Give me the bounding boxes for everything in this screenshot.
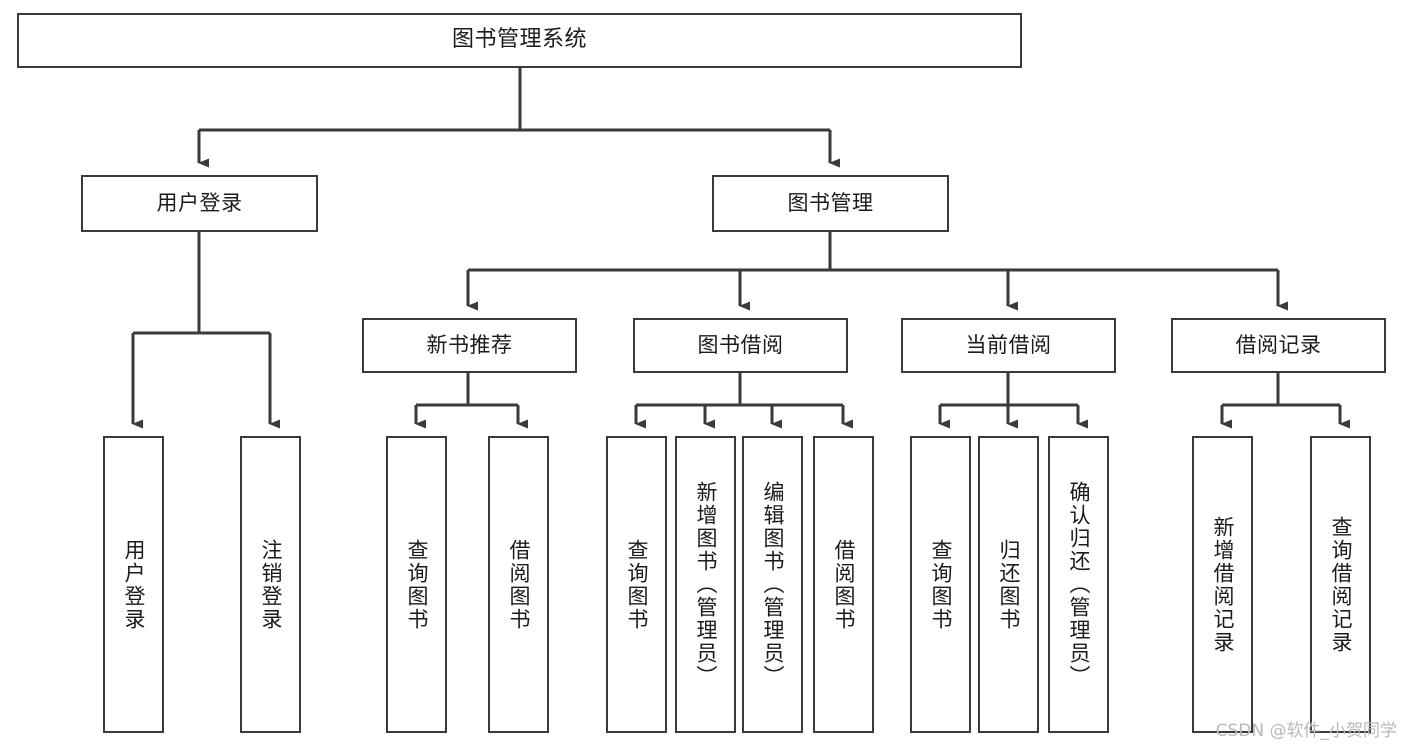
node-root[interactable]: 图书管理系统 — [17, 13, 1022, 68]
node-leaf-query-book-2[interactable]: 查询图书 — [606, 436, 667, 733]
node-leaf-return-book-label: 归还图书 — [997, 538, 1021, 631]
node-leaf-query-book-3[interactable]: 查询图书 — [910, 436, 971, 733]
node-book-manage[interactable]: 图书管理 — [712, 175, 949, 232]
node-leaf-logout-login[interactable]: 注销登录 — [240, 436, 301, 733]
node-leaf-edit-book-label: 编辑图书（管理员） — [761, 481, 785, 688]
node-leaf-add-book[interactable]: 新增图书（管理员） — [675, 436, 736, 733]
node-current-borrow[interactable]: 当前借阅 — [901, 318, 1116, 373]
node-book-borrow-label: 图书借阅 — [697, 332, 784, 357]
node-leaf-add-record[interactable]: 新增借阅记录 — [1192, 436, 1253, 733]
node-leaf-logout-login-label: 注销登录 — [259, 538, 283, 631]
node-leaf-query-book-3-label: 查询图书 — [929, 538, 953, 631]
node-leaf-add-record-label: 新增借阅记录 — [1211, 515, 1235, 654]
node-book-borrow[interactable]: 图书借阅 — [633, 318, 848, 373]
node-leaf-query-record[interactable]: 查询借阅记录 — [1310, 436, 1371, 733]
node-leaf-user-login-label: 用户登录 — [122, 538, 146, 631]
node-leaf-query-book-2-label: 查询图书 — [625, 538, 649, 631]
node-current-borrow-label: 当前借阅 — [965, 332, 1052, 357]
node-borrow-record-label: 借阅记录 — [1235, 332, 1322, 357]
node-leaf-borrow-book-2-label: 借阅图书 — [832, 538, 856, 631]
node-borrow-record[interactable]: 借阅记录 — [1171, 318, 1386, 373]
node-root-label: 图书管理系统 — [451, 27, 587, 53]
node-leaf-confirm-return[interactable]: 确认归还（管理员） — [1048, 436, 1109, 733]
node-user-login-label: 用户登录 — [156, 190, 243, 215]
node-leaf-query-book-1[interactable]: 查询图书 — [386, 436, 447, 733]
node-leaf-return-book[interactable]: 归还图书 — [978, 436, 1039, 733]
node-leaf-borrow-book-2[interactable]: 借阅图书 — [813, 436, 874, 733]
node-leaf-user-login[interactable]: 用户登录 — [103, 436, 164, 733]
node-leaf-borrow-book-1-label: 借阅图书 — [507, 538, 531, 631]
node-leaf-edit-book[interactable]: 编辑图书（管理员） — [742, 436, 803, 733]
node-leaf-query-record-label: 查询借阅记录 — [1329, 515, 1353, 654]
node-new-book-recommend[interactable]: 新书推荐 — [362, 318, 577, 373]
node-leaf-query-book-1-label: 查询图书 — [405, 538, 429, 631]
node-leaf-add-book-label: 新增图书（管理员） — [694, 481, 718, 688]
node-leaf-borrow-book-1[interactable]: 借阅图书 — [488, 436, 549, 733]
node-book-manage-label: 图书管理 — [787, 190, 874, 215]
node-new-book-recommend-label: 新书推荐 — [426, 332, 513, 357]
node-leaf-confirm-return-label: 确认归还（管理员） — [1067, 481, 1091, 688]
node-user-login[interactable]: 用户登录 — [81, 175, 318, 232]
